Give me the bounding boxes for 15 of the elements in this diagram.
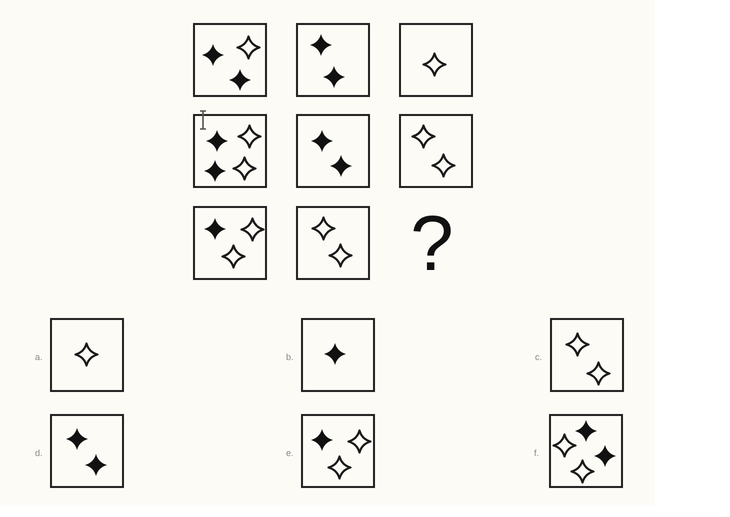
- pattern-panel: [399, 23, 473, 97]
- pattern-panel: [399, 114, 473, 188]
- option-letter: d.: [35, 448, 43, 458]
- option-letter: f.: [534, 448, 540, 458]
- pattern-panel: [193, 114, 267, 188]
- pattern-panel: [296, 206, 370, 280]
- pattern-panel: [296, 23, 370, 97]
- pattern-panel: [193, 23, 267, 97]
- option-letter: e.: [286, 448, 294, 458]
- pattern-panel: [193, 206, 267, 280]
- option-letter: c.: [535, 352, 542, 362]
- pattern-panel: [296, 114, 370, 188]
- option-letter: b.: [286, 352, 294, 362]
- option-letter: a.: [35, 352, 43, 362]
- question-mark: ?: [410, 204, 454, 282]
